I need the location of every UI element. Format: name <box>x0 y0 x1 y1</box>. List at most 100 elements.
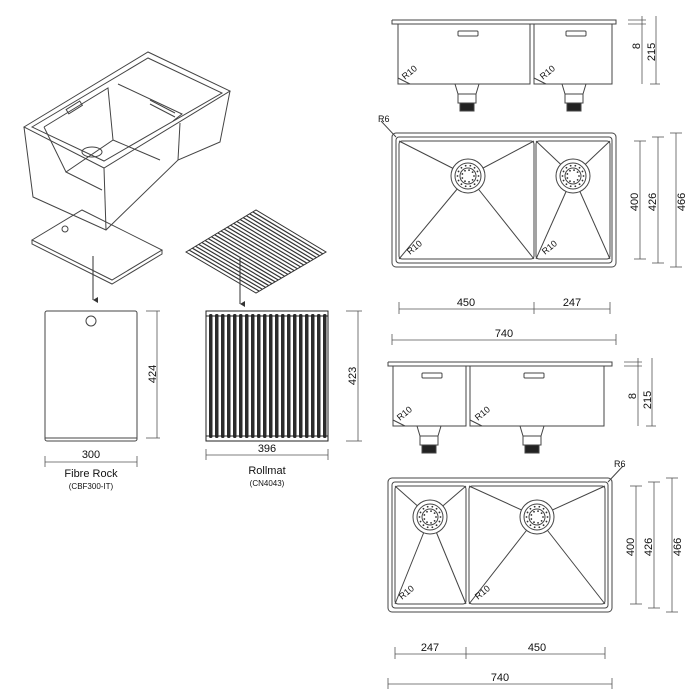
sink-bottom-corner-radius: R6 <box>614 459 626 469</box>
sink-bottom-dim-426: 426 <box>643 538 655 556</box>
drain-hole <box>476 179 479 182</box>
drain-hole <box>419 520 422 523</box>
fibre-rock-board <box>44 310 138 442</box>
drain-hole <box>430 522 432 524</box>
rollmat-iso-rod <box>242 217 314 260</box>
drain-hole <box>473 175 475 177</box>
sink-top-plan-r10-left: R10 <box>405 238 424 256</box>
drain-hole <box>468 181 470 183</box>
drain-hole <box>545 520 548 523</box>
rollmat-iso-rod <box>214 234 285 277</box>
rollmat-rod <box>245 314 249 438</box>
sink-bottom-side-r10-right: R10 <box>473 404 492 422</box>
rollmat-iso-rod <box>195 245 266 288</box>
drain-hole <box>576 178 579 181</box>
fibre-rock-name: Fibre Rock <box>64 468 118 480</box>
drain-hole <box>533 521 535 524</box>
rollmat-iso-rod <box>188 249 260 292</box>
drain-hole <box>561 175 564 177</box>
isometric-sink <box>22 51 232 231</box>
rollmat-iso-rod <box>192 247 263 290</box>
rollmat-height-label: 423 <box>347 367 359 385</box>
rollmat-code: (CN4043) <box>250 479 285 488</box>
rollmat-rod <box>221 314 225 438</box>
rollmat-iso-rod <box>239 219 311 262</box>
drain-hole <box>471 171 474 174</box>
drain-hole <box>526 511 529 514</box>
drain-hole <box>540 519 543 522</box>
sink-top-dim-426: 426 <box>647 193 659 211</box>
drain-hole <box>433 519 436 522</box>
rollmat-isometric <box>185 209 327 294</box>
drain-hole <box>569 185 572 188</box>
drain-hole <box>471 178 474 181</box>
drain-hole <box>422 507 425 510</box>
drain-hole <box>565 183 568 186</box>
rollmat-iso-rod <box>230 224 301 268</box>
drain-hole <box>562 170 565 173</box>
drain-hole <box>569 164 572 167</box>
sink-bottom-plan-r10-left: R10 <box>397 583 416 601</box>
drain-hole <box>537 522 539 524</box>
drain-hole <box>529 507 532 510</box>
sink-top-dim-740: 740 <box>495 328 513 340</box>
drain-hole <box>456 175 459 177</box>
drain-hole <box>469 164 472 167</box>
drain-hole <box>460 166 463 169</box>
fibre-rock-height-dim <box>146 310 160 439</box>
rollmat-rod <box>215 314 219 438</box>
sink-top-dim-400: 400 <box>629 193 641 211</box>
drain-hole <box>418 516 421 518</box>
rollmat-iso-rod <box>201 241 273 285</box>
drain-hole <box>419 511 422 514</box>
rollmat-rod <box>257 314 261 438</box>
drain-hole <box>473 166 476 169</box>
sink-bottom-dim-466: 466 <box>672 538 684 556</box>
fibre-rock-width-label: 300 <box>82 449 100 461</box>
rollmat-rod <box>299 314 303 438</box>
drain-hole <box>477 175 480 177</box>
drain-hole <box>525 516 528 518</box>
drain-hole <box>542 524 545 527</box>
drain-hole <box>464 185 467 188</box>
drain-hole <box>431 526 434 529</box>
rollmat-front <box>205 310 329 442</box>
drain-hole <box>533 505 536 508</box>
sink-bottom-dim-740: 740 <box>491 672 509 684</box>
drain-hole <box>573 181 575 183</box>
drain-hole <box>469 185 472 188</box>
sink-top-plan-view <box>380 120 617 268</box>
drain-hole <box>526 520 529 523</box>
rollmat-rod <box>209 314 213 438</box>
drain-hole <box>435 516 437 518</box>
sink-bottom-dim-247: 247 <box>421 642 439 654</box>
drain-hole <box>464 169 466 172</box>
rollmat-rod <box>251 314 255 438</box>
sink-bottom-depth-label: 215 <box>642 391 654 409</box>
drain-hole <box>433 512 436 515</box>
sink-top-side-r10-right: R10 <box>538 63 557 81</box>
drain-hole <box>422 524 425 527</box>
drain-hole <box>569 169 571 172</box>
drain-hole <box>578 175 580 177</box>
sink-top-side-view <box>391 19 617 112</box>
rollmat-iso-rod <box>223 228 295 272</box>
sink-top-dim-450: 450 <box>457 297 475 309</box>
rollmat-rod <box>293 314 297 438</box>
sink-top-plan-r10-right: R10 <box>540 238 559 256</box>
sink-bottom-dim-400: 400 <box>625 538 637 556</box>
rollmat-iso-rod <box>198 243 270 287</box>
rollmat-iso-rod <box>217 232 289 275</box>
drain-hole <box>542 516 544 518</box>
drain-hole <box>540 512 543 515</box>
drain-hole <box>562 179 565 182</box>
drain-hole <box>431 505 434 508</box>
drain-hole <box>542 507 545 510</box>
sink-bottom-drain-holes <box>418 505 549 529</box>
drain-hole <box>529 524 532 527</box>
drain-hole <box>438 511 441 514</box>
rollmat-iso-rod <box>252 211 324 255</box>
sink-bottom-side-dims <box>624 358 656 427</box>
rollmat-rod <box>275 314 279 438</box>
drain-hole <box>435 507 438 510</box>
